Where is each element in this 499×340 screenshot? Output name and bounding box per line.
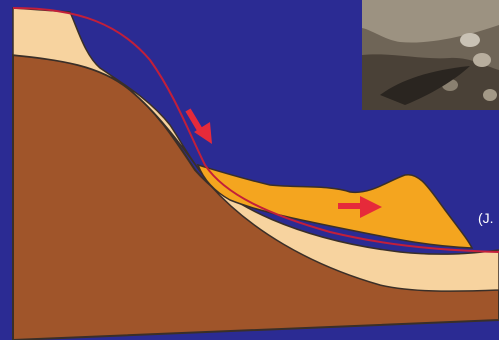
source-caption: (J. bbox=[478, 210, 494, 226]
inset-photo bbox=[362, 0, 499, 110]
